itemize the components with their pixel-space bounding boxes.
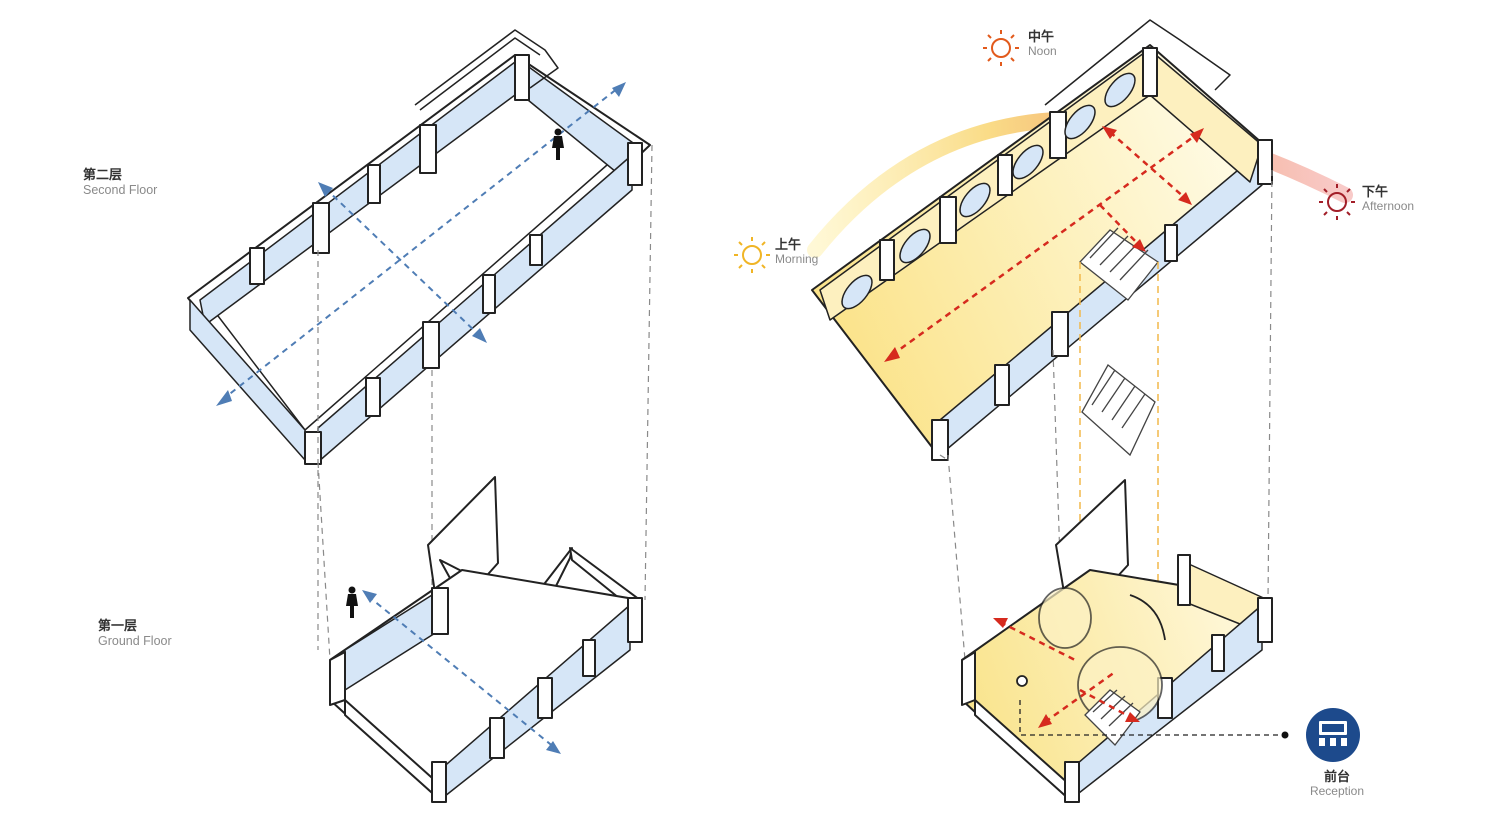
column	[482, 274, 496, 314]
sun-icon	[734, 237, 770, 273]
ground-floor-label-en: Ground Floor	[98, 633, 172, 648]
column	[249, 247, 265, 285]
reception-label-en: Reception	[1309, 783, 1365, 798]
column	[431, 587, 449, 635]
reception-leader	[1019, 700, 1289, 739]
staircase-exploded-icon	[1081, 364, 1156, 457]
column	[489, 717, 505, 759]
morning-label-en: Morning	[775, 251, 819, 266]
ground-floor-axis-arrow	[362, 590, 561, 754]
column	[514, 54, 530, 101]
arched-windows	[841, 72, 1136, 310]
column	[304, 431, 322, 465]
second-floor-label: 第二层 Second Floor	[83, 167, 158, 197]
second-floor-axis-arrows	[221, 87, 619, 401]
daylight-arrows	[891, 131, 1197, 357]
column	[627, 597, 643, 643]
reception-label: 前台 Reception	[1293, 769, 1381, 799]
column	[582, 639, 596, 677]
column	[419, 124, 437, 174]
stair-landing-outline	[414, 29, 559, 106]
column	[529, 234, 543, 266]
projection-lines-right	[939, 169, 1273, 661]
afternoon-label-en: Afternoon	[1362, 198, 1415, 213]
sun-icon	[1319, 184, 1355, 220]
axis-arrow-short	[324, 187, 481, 337]
second-floor-daylight-plan	[811, 19, 1273, 461]
noon-label-en: Noon	[1028, 43, 1057, 58]
axis-arrow-long	[221, 87, 619, 401]
column	[537, 677, 553, 719]
morning-label: 上午 Morning	[775, 237, 819, 267]
noon-label-zh: 中午	[1028, 29, 1055, 44]
ground-floor-label-zh: 第一层	[98, 618, 138, 633]
ground-floor-reception-plan	[961, 479, 1273, 803]
reception-label-zh: 前台	[1323, 769, 1350, 784]
column	[627, 142, 643, 186]
ground-floor-plan	[329, 476, 643, 803]
ground-floor-label: 第一层 Ground Floor	[98, 618, 172, 648]
ground-daylight-arrows	[999, 620, 1133, 724]
person-icon	[346, 586, 358, 618]
reception-desk-icon	[1306, 708, 1360, 762]
afternoon-label: 下午 Afternoon	[1362, 184, 1415, 214]
column	[422, 321, 440, 369]
column	[431, 761, 447, 803]
second-floor-label-en: Second Floor	[83, 182, 158, 197]
person-icon	[552, 128, 564, 160]
axis-arrowheads	[216, 82, 626, 406]
second-floor-label-zh: 第二层	[83, 167, 123, 182]
column	[312, 202, 330, 254]
afternoon-label-zh: 下午	[1362, 184, 1389, 199]
noon-label: 中午 Noon	[1028, 29, 1057, 59]
column	[367, 164, 381, 204]
morning-label-zh: 上午	[775, 237, 802, 252]
second-floor-plan	[187, 29, 651, 465]
column	[365, 377, 381, 417]
ground-floor-slab	[329, 569, 641, 801]
sun-icon	[983, 30, 1019, 66]
